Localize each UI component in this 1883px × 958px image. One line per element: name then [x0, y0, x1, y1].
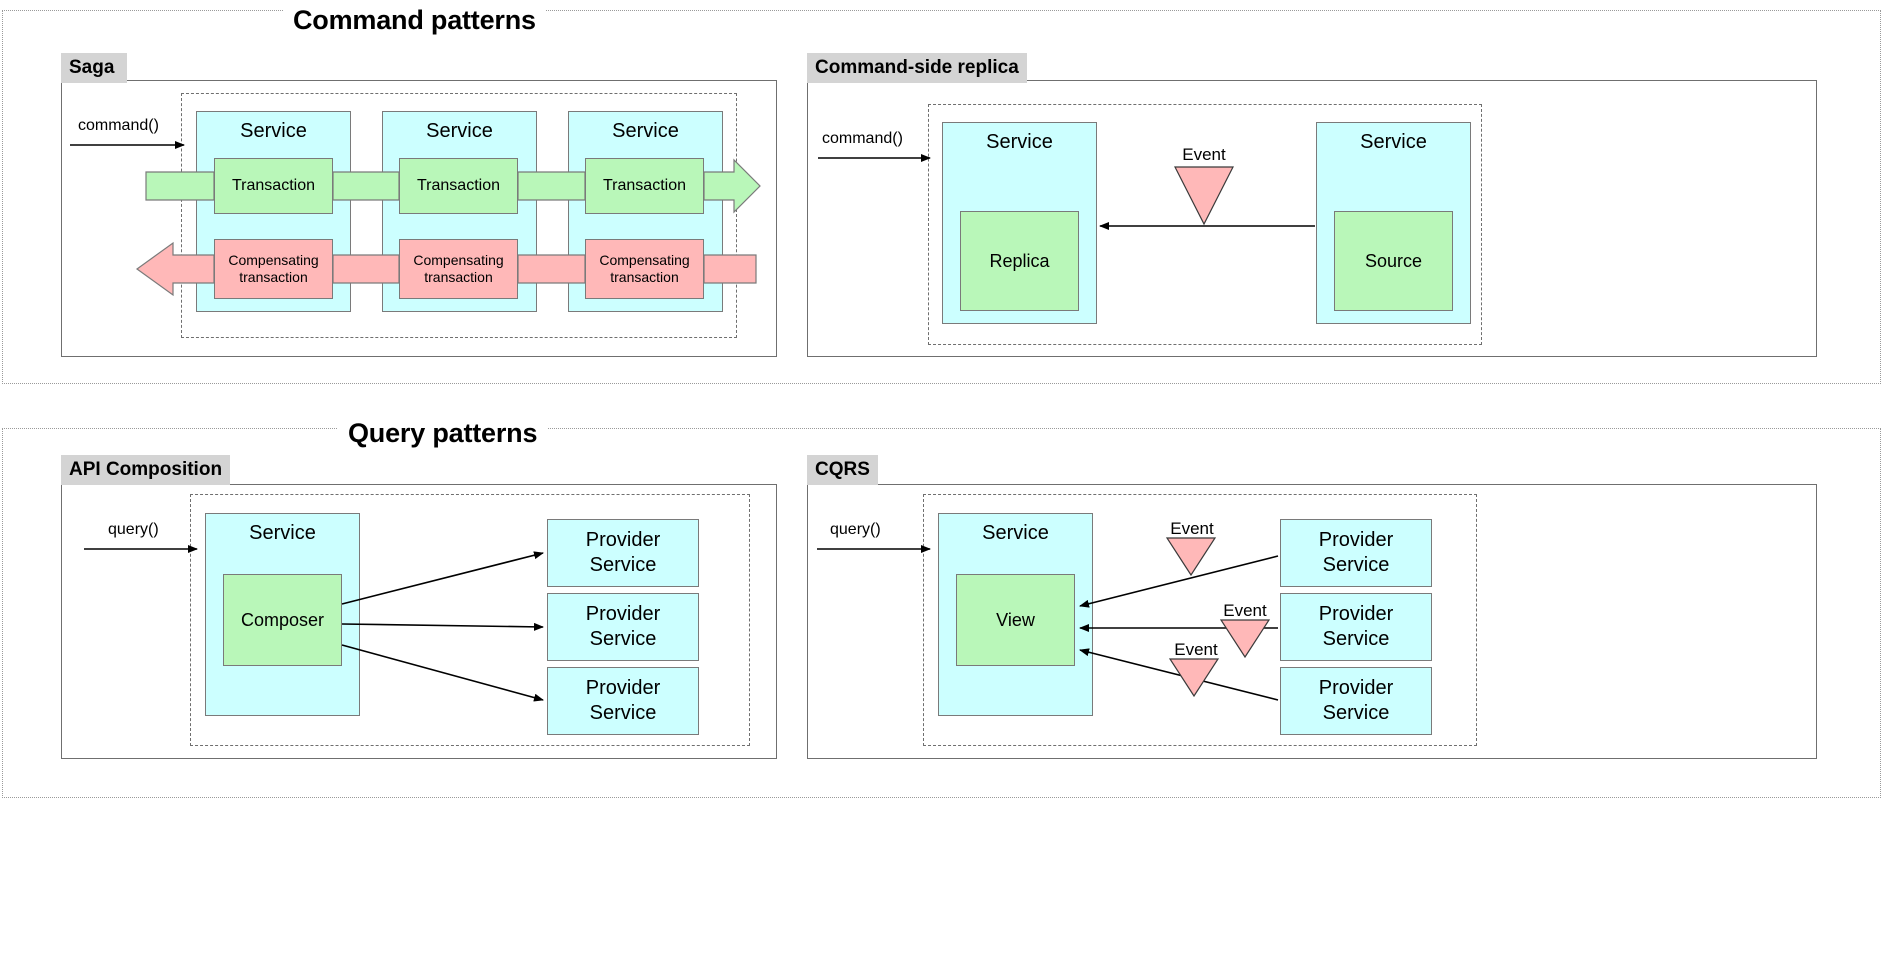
apic-provider-1: Provider Service: [547, 519, 699, 587]
cqrs-service-title: Service: [982, 522, 1049, 544]
saga-compensating-2-line2: transaction: [424, 269, 493, 285]
cqrs-event-label-2: Event: [1223, 601, 1267, 620]
csr-service-source-title: Service: [1360, 131, 1427, 153]
saga-compensating-2-line1: Compensating: [413, 252, 504, 268]
query-patterns-title: Query patterns: [338, 418, 548, 449]
query-patterns-section-frame: [2, 428, 1881, 798]
apic-provider-3-line2: Service: [589, 702, 657, 724]
command-side-replica-boundary: [928, 104, 1482, 345]
apic-provider-2: Provider Service: [547, 593, 699, 661]
saga-transaction-2: Transaction: [399, 158, 518, 214]
csr-event-label: Event: [1182, 145, 1226, 164]
saga-service-2-title: Service: [426, 120, 493, 142]
cqrs-provider-3: Provider Service: [1280, 667, 1432, 735]
saga-boundary: [181, 93, 737, 338]
saga-compensating-3-line1: Compensating: [599, 252, 690, 268]
csr-source-box: Source: [1334, 211, 1453, 311]
cqrs-provider-1-line1: Provider: [1318, 529, 1394, 551]
cqrs-event-label-1: Event: [1170, 519, 1214, 538]
apic-provider-1-line2: Service: [589, 554, 657, 576]
cqrs-provider-3-line1: Provider: [1318, 677, 1394, 699]
saga-compensating-2: Compensating transaction: [399, 239, 518, 299]
apic-provider-2-line1: Provider: [585, 603, 661, 625]
apic-provider-1-line1: Provider: [585, 529, 661, 551]
apic-query-label: query(): [108, 521, 159, 538]
api-composition-boundary: [190, 494, 750, 746]
panel-saga-label: Saga: [61, 53, 127, 83]
saga-service-1-title: Service: [240, 120, 307, 142]
saga-compensating-3: Compensating transaction: [585, 239, 704, 299]
panel-cqrs-label: CQRS: [807, 455, 878, 485]
cqrs-provider-2: Provider Service: [1280, 593, 1432, 661]
cqrs-boundary: [923, 494, 1477, 746]
saga-transaction-3: Transaction: [585, 158, 704, 214]
apic-provider-3: Provider Service: [547, 667, 699, 735]
csr-command-label: command(): [822, 130, 903, 147]
apic-composer-box: Composer: [223, 574, 342, 666]
saga-compensating-1-line1: Compensating: [228, 252, 319, 268]
saga-compensating-3-line2: transaction: [610, 269, 679, 285]
panel-api-composition-label: API Composition: [61, 455, 231, 485]
cqrs-provider-1: Provider Service: [1280, 519, 1432, 587]
apic-provider-2-line2: Service: [589, 628, 657, 650]
cqrs-provider-3-line2: Service: [1322, 702, 1390, 724]
cqrs-provider-2-line1: Provider: [1318, 603, 1394, 625]
apic-service-title: Service: [249, 522, 316, 544]
panel-command-side-replica-label: Command-side replica: [807, 53, 1027, 83]
command-patterns-title: Command patterns: [283, 5, 546, 36]
cqrs-query-label: query(): [830, 521, 881, 538]
csr-service-replica-title: Service: [986, 131, 1053, 153]
saga-compensating-1: Compensating transaction: [214, 239, 333, 299]
saga-command-label: command(): [78, 117, 159, 134]
apic-provider-3-line1: Provider: [585, 677, 661, 699]
cqrs-event-label-3: Event: [1174, 640, 1218, 659]
csr-replica-box: Replica: [960, 211, 1079, 311]
cqrs-provider-2-line2: Service: [1322, 628, 1390, 650]
cqrs-view-box: View: [956, 574, 1075, 666]
saga-service-3-title: Service: [612, 120, 679, 142]
command-patterns-section-frame: [2, 10, 1881, 384]
saga-compensating-1-line2: transaction: [239, 269, 308, 285]
saga-transaction-1: Transaction: [214, 158, 333, 214]
cqrs-provider-1-line2: Service: [1322, 554, 1390, 576]
